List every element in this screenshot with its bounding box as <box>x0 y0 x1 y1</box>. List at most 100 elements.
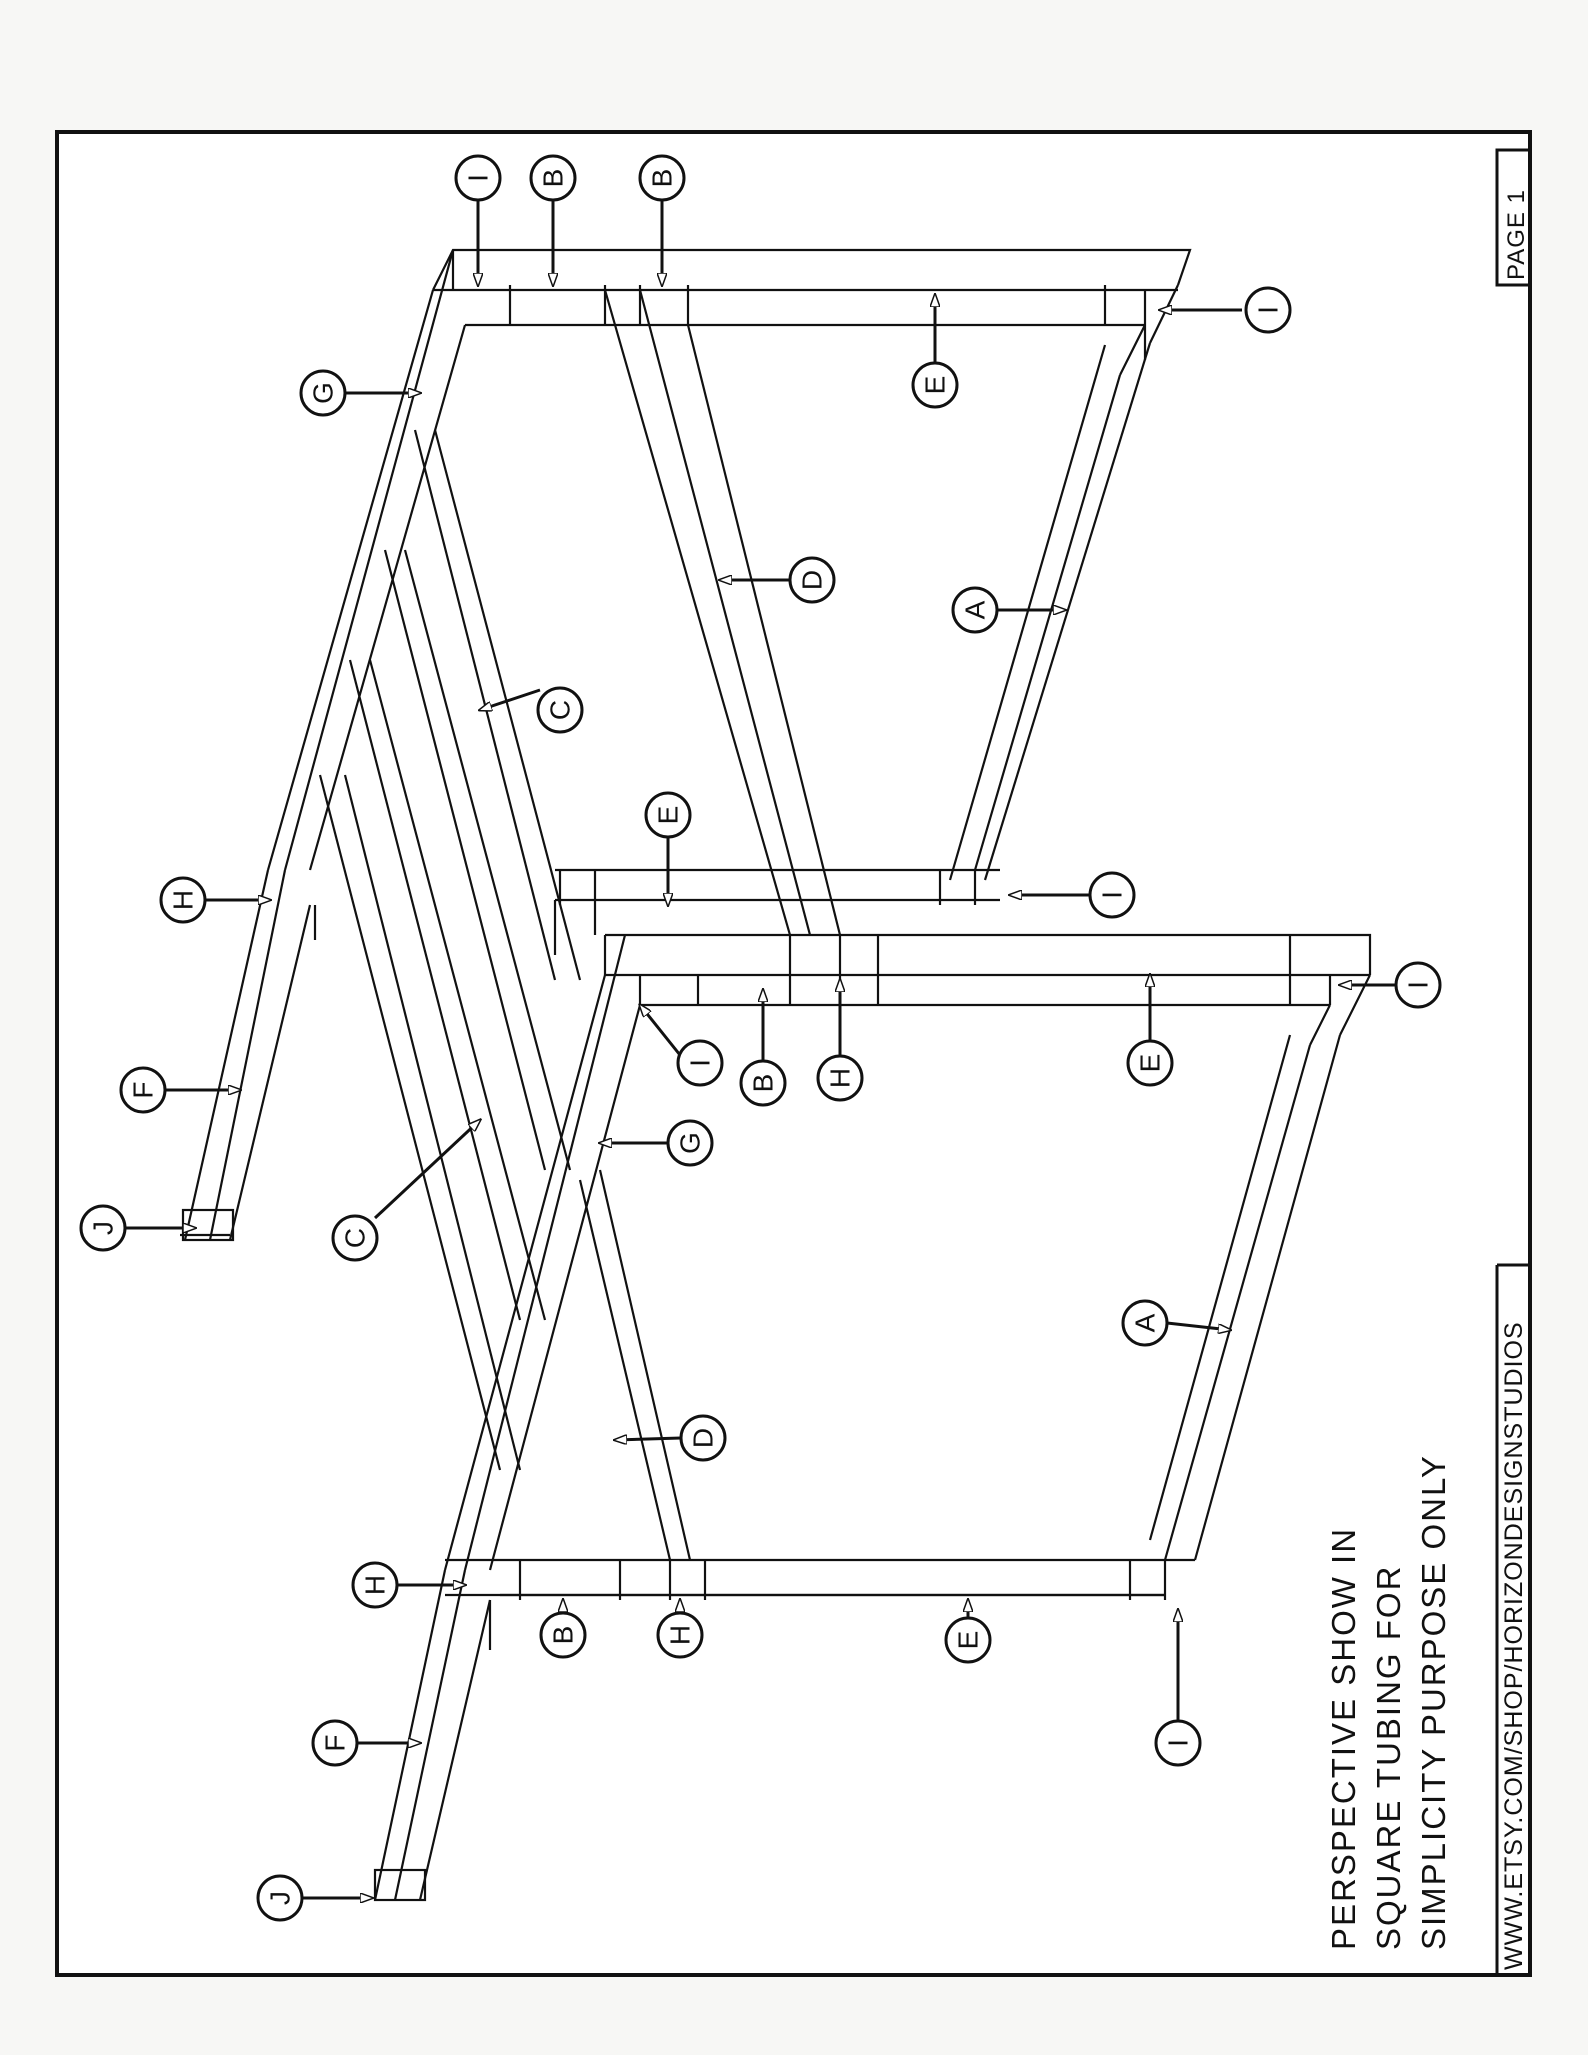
callout-letter: H <box>665 1625 696 1645</box>
callout-letter: H <box>825 1068 856 1088</box>
callout-letter: I <box>685 1059 716 1067</box>
callout-j: J <box>256 1874 372 1922</box>
callout-letter: I <box>463 174 494 182</box>
callout-letter: H <box>168 890 199 910</box>
callout-letter: I <box>1097 891 1128 899</box>
footer-url: WWW.ETSY.COM/SHOP/HORIZONDESIGNSTUDIOS <box>1500 1321 1528 1970</box>
callout-bubble <box>1088 871 1136 919</box>
note-line-3: SIMPLICITY PURPOSE ONLY <box>1415 1454 1452 1950</box>
callout-letter: I <box>1253 306 1284 314</box>
callout-letter: B <box>748 1074 779 1093</box>
callout-bubble <box>1154 1719 1202 1767</box>
callout-bubble <box>679 1414 727 1462</box>
callout-bubble <box>119 1066 167 1114</box>
callout-h: H <box>656 1600 704 1659</box>
callout-letter: D <box>797 570 828 590</box>
callout-letter: B <box>548 1626 579 1645</box>
callout-f: F <box>119 1066 240 1114</box>
callout-bubble <box>816 1054 864 1102</box>
callout-bubble <box>159 876 207 924</box>
callout-letter: A <box>960 600 991 619</box>
leader-arrow <box>373 1120 480 1220</box>
callout-letter: B <box>538 169 569 188</box>
callout-letter: B <box>647 169 678 188</box>
callout-h: H <box>159 876 270 924</box>
callout-bubble <box>644 791 692 839</box>
callout-e: E <box>911 295 959 409</box>
callout-i: I <box>454 154 502 285</box>
callout-bubble <box>256 1874 304 1922</box>
note-line-2: SQUARE TUBING FOR <box>1370 1565 1407 1950</box>
callout-h: H <box>816 980 864 1102</box>
callout-a: A <box>1121 1299 1230 1347</box>
callout-bubble <box>638 154 686 202</box>
callout-letter: C <box>340 1228 371 1248</box>
callout-c: C <box>331 1120 480 1262</box>
callout-letter: E <box>920 376 951 395</box>
callout-bubble <box>739 1059 787 1107</box>
callout-j: J <box>79 1204 195 1252</box>
callout-i: I <box>1340 961 1442 1009</box>
callout-bubble <box>454 154 502 202</box>
callout-letter: H <box>360 1575 391 1595</box>
callout-letter: G <box>308 382 339 404</box>
leader-arrow <box>480 688 541 710</box>
callout-bubble <box>788 556 836 604</box>
callout-letter: J <box>265 1891 296 1905</box>
callout-letter: E <box>1135 1054 1166 1073</box>
callout-d: D <box>615 1414 727 1462</box>
callout-letter: G <box>675 1132 706 1154</box>
note-line-1: PERSPECTIVE SHOW IN <box>1325 1527 1362 1950</box>
callout-bubble <box>1244 286 1292 334</box>
leader-arrow <box>1166 1321 1230 1330</box>
callout-letter: J <box>88 1221 119 1235</box>
callout-bubble <box>944 1616 992 1664</box>
callout-a: A <box>951 586 1065 634</box>
callout-letter: E <box>953 1631 984 1650</box>
callout-group: I B B G I E D A C E H I I B H I E F G J C A D H B H E I F J <box>79 154 1442 1922</box>
callout-bubble <box>1126 1039 1174 1087</box>
callout-letter: A <box>1130 1313 1161 1332</box>
callout-letter: E <box>653 806 684 825</box>
callout-e: E <box>1126 975 1174 1087</box>
callout-bubble <box>911 361 959 409</box>
callout-letter: I <box>1163 1739 1194 1747</box>
callout-i: I <box>1010 871 1136 919</box>
callout-i: I <box>640 1005 724 1087</box>
callout-letter: F <box>128 1081 159 1098</box>
callout-i: I <box>1160 286 1292 334</box>
callout-g: G <box>299 369 420 417</box>
callout-b: B <box>638 154 686 285</box>
callout-i: I <box>1154 1610 1202 1767</box>
leader-arrow <box>640 1005 682 1056</box>
callout-c: C <box>480 686 584 734</box>
callout-bubble <box>1121 1299 1169 1347</box>
callout-bubble <box>676 1039 724 1087</box>
page-label: PAGE 1 <box>1503 189 1530 280</box>
callout-b: B <box>739 990 787 1107</box>
callout-e: E <box>644 791 692 905</box>
callout-bubble <box>311 1719 359 1767</box>
callout-bubble <box>79 1204 127 1252</box>
callout-bubble <box>656 1611 704 1659</box>
callout-e: E <box>944 1600 992 1664</box>
leader-arrow <box>615 1438 682 1440</box>
callout-bubble <box>331 1214 379 1262</box>
callout-b: B <box>529 154 577 285</box>
callout-bubble <box>539 1611 587 1659</box>
callout-bubble <box>536 686 584 734</box>
callout-bubble <box>666 1119 714 1167</box>
perspective-note: PERSPECTIVE SHOW IN SQUARE TUBING FOR SI… <box>1325 1454 1452 1950</box>
callout-letter: C <box>545 700 576 720</box>
callout-letter: D <box>688 1428 719 1448</box>
callout-letter: I <box>1403 981 1434 989</box>
callout-f: F <box>311 1719 420 1767</box>
callout-bubble <box>299 369 347 417</box>
callout-letter: F <box>320 1734 351 1751</box>
drawing-border <box>55 130 1532 1977</box>
title-strip <box>1495 148 1532 1975</box>
callout-bubble <box>529 154 577 202</box>
callout-h: H <box>351 1561 465 1609</box>
callout-bubble <box>1394 961 1442 1009</box>
